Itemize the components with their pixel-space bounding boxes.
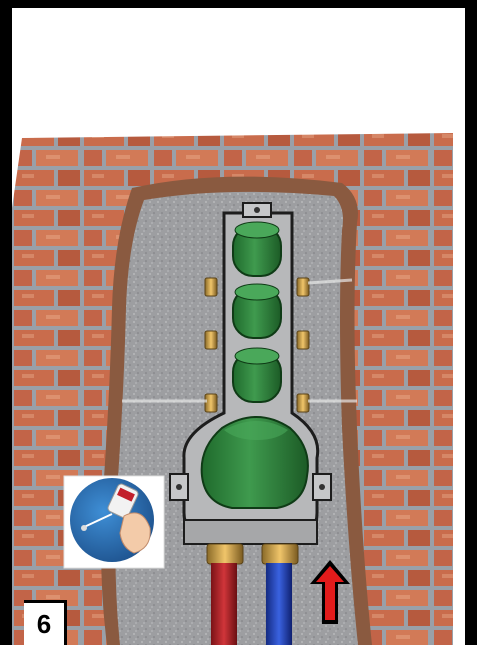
hot-water-pipe [211,563,237,645]
sealant-tube-icon [64,476,164,568]
installation-illustration [12,8,465,645]
manifold-base [184,520,317,544]
cold-water-pipe [266,563,292,645]
protective-cap-1 [233,222,281,276]
step-number: 6 [24,600,67,645]
protective-cap-3 [233,348,281,402]
protective-cap-2 [233,284,281,338]
